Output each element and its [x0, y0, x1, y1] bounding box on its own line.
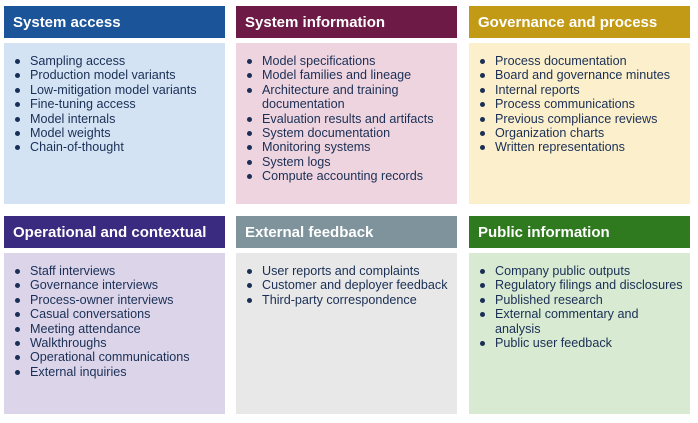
list-item: Regulatory filings and disclosures	[477, 278, 686, 292]
card-public-information: Public information Company public output…	[469, 216, 690, 414]
card-title: Governance and process	[469, 6, 690, 38]
list-item: Sampling access	[12, 54, 221, 68]
list-item: Public user feedback	[477, 336, 686, 350]
list-item: User reports and complaints	[244, 264, 453, 278]
list-item: External commentary and analysis	[477, 307, 686, 336]
list-item: Process communications	[477, 97, 686, 111]
list-item: Walkthroughs	[12, 336, 221, 350]
list-item: Compute accounting records	[244, 169, 453, 183]
list-item: System documentation	[244, 126, 453, 140]
list-item: Architecture and training documentation	[244, 83, 453, 112]
card-title: External feedback	[236, 216, 457, 248]
list-item: Operational communications	[12, 350, 221, 364]
list-item: External inquiries	[12, 365, 221, 379]
list-item: Low-mitigation model variants	[12, 83, 221, 97]
card-title: Public information	[469, 216, 690, 248]
list-item: Model weights	[12, 126, 221, 140]
list-item: Chain-of-thought	[12, 140, 221, 154]
card-operational-and-contextual: Operational and contextual Staff intervi…	[4, 216, 225, 414]
list-item: Company public outputs	[477, 264, 686, 278]
list-item: Model specifications	[244, 54, 453, 68]
list-item: Model internals	[12, 112, 221, 126]
list-item: Internal reports	[477, 83, 686, 97]
list-item: Fine-tuning access	[12, 97, 221, 111]
list-item: Third-party correspondence	[244, 293, 453, 307]
list-item: Process documentation	[477, 54, 686, 68]
list-item: Board and governance minutes	[477, 68, 686, 82]
list-item: System logs	[244, 155, 453, 169]
list-item: Monitoring systems	[244, 140, 453, 154]
list-item: Production model variants	[12, 68, 221, 82]
card-governance-and-process: Governance and process Process documenta…	[469, 6, 690, 204]
list-item: Organization charts	[477, 126, 686, 140]
list-item: Meeting attendance	[12, 322, 221, 336]
card-title: Operational and contextual	[4, 216, 225, 248]
list-item: Written representations	[477, 140, 686, 154]
list-item: Published research	[477, 293, 686, 307]
list-item: Evaluation results and artifacts	[244, 112, 453, 126]
list-item: Casual conversations	[12, 307, 221, 321]
list-item: Customer and deployer feedback	[244, 278, 453, 292]
list-item: Governance interviews	[12, 278, 221, 292]
card-title: System information	[236, 6, 457, 38]
list-item: Model families and lineage	[244, 68, 453, 82]
list-item: Previous compliance reviews	[477, 112, 686, 126]
card-title: System access	[4, 6, 225, 38]
card-external-feedback: External feedback User reports and compl…	[236, 216, 457, 414]
list-item: Staff interviews	[12, 264, 221, 278]
list-item: Process-owner interviews	[12, 293, 221, 307]
